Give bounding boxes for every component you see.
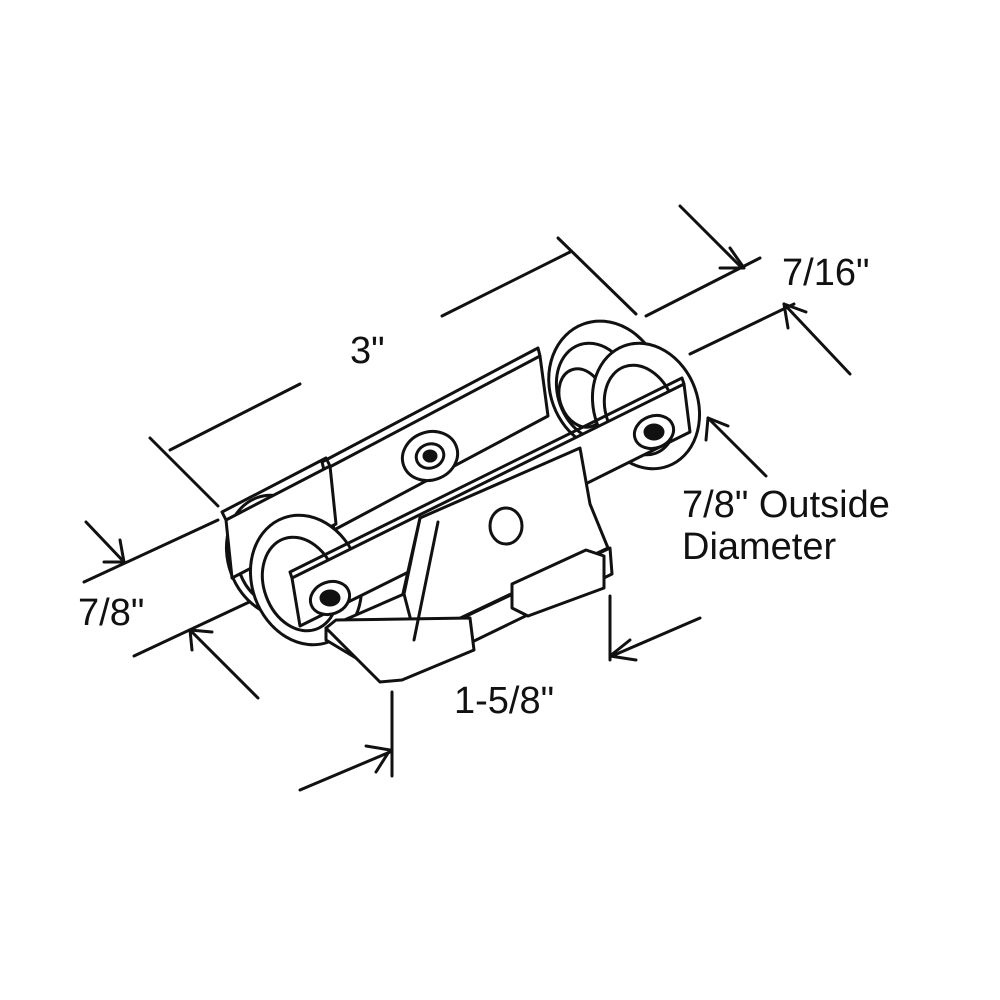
label-length-3in: 3" <box>350 330 385 372</box>
bracket-left-foot <box>324 616 476 684</box>
left-end-plate-top <box>220 456 332 522</box>
bracket-mount-hole <box>488 506 524 546</box>
dim-3in-ext-right <box>556 236 638 316</box>
dim-3in-line-b <box>440 250 572 318</box>
dim-716-ext-top <box>678 204 744 270</box>
label-outside-diameter: 7/8" Outside Diameter <box>682 484 890 568</box>
dim-716-line-bottom <box>688 302 796 356</box>
label-wheel-width: 7/16" <box>782 252 870 294</box>
arrow-78h-bottom <box>188 628 214 652</box>
front-axle-strap-top <box>288 376 686 580</box>
dimension-lines <box>82 204 852 792</box>
label-bracket-width: 1-5/8" <box>454 680 555 722</box>
dim-78h-line-top <box>82 518 220 584</box>
rear-frame-upper-edge <box>320 346 542 472</box>
bracket-right-foot <box>510 548 606 618</box>
bracket-inner-edge <box>412 520 440 642</box>
dim-716-ext-bottom <box>782 302 852 376</box>
dim-3in-line-a <box>168 382 302 452</box>
dim-78h-ext-top <box>84 520 126 564</box>
dim-78h-line-bottom <box>132 594 264 658</box>
arrow-716-bottom <box>782 302 808 330</box>
arrow-158-left <box>364 744 392 774</box>
dim-78od-leader <box>706 416 768 478</box>
dim-158-line-right <box>610 616 702 658</box>
label-outside-diameter-line1: 7/8" Outside <box>682 484 890 526</box>
right-axle-bolt <box>632 413 676 451</box>
center-rivet <box>400 429 460 483</box>
dim-3in-ext-left <box>148 436 220 508</box>
label-height: 7/8" <box>78 592 145 634</box>
arrow-78od <box>704 416 730 442</box>
bracket-fold-line <box>402 516 422 596</box>
left-axle-bolt <box>308 579 352 617</box>
arrow-158-right <box>608 638 638 662</box>
arrow-716-top <box>718 246 746 270</box>
dim-158-line-left <box>298 750 392 792</box>
dimension-arrowheads <box>102 246 808 774</box>
dim-78h-ext-bottom <box>188 628 260 700</box>
arrow-78h-top <box>102 538 126 564</box>
label-outside-diameter-line2: Diameter <box>682 526 837 568</box>
mounting-bracket <box>324 446 614 684</box>
